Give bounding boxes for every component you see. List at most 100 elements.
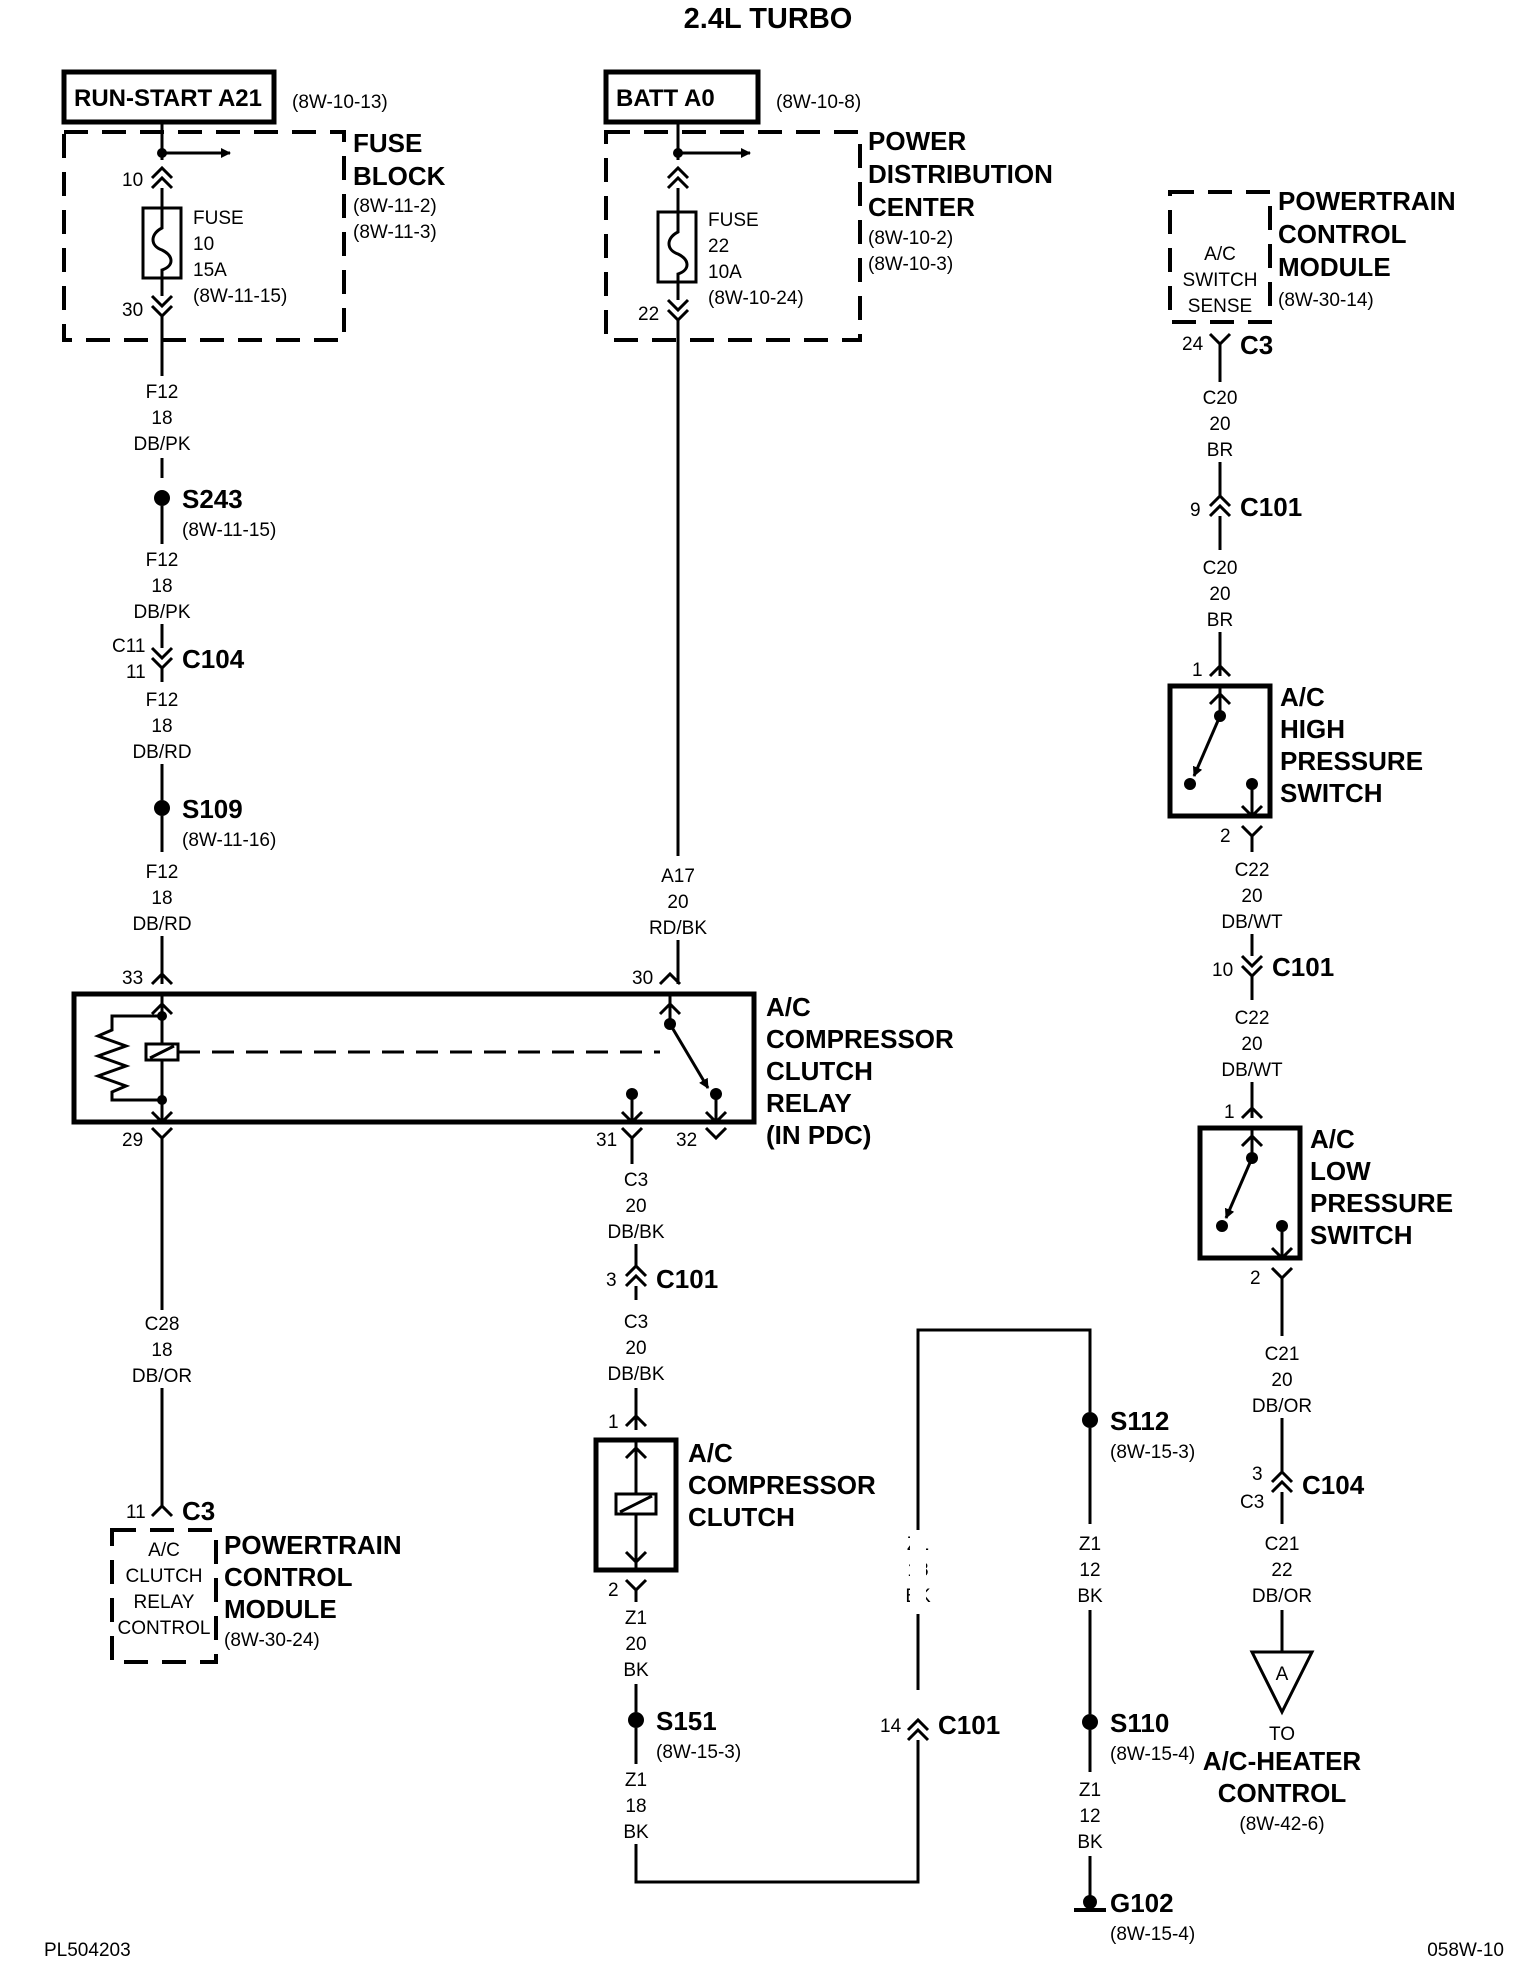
svg-text:SWITCH: SWITCH: [1280, 778, 1383, 808]
fuse-10-number: 10: [193, 234, 214, 255]
ac-compressor-clutch-relay: 33 30 29 31 32 A/C COMPRESSOR CL: [71, 968, 954, 1151]
wire-c20-a: C20 20 BR: [1203, 388, 1238, 461]
svg-text:(8W-30-14): (8W-30-14): [1278, 290, 1374, 311]
svg-text:CLUTCH: CLUTCH: [688, 1502, 795, 1532]
svg-text:1: 1: [1224, 1102, 1235, 1123]
svg-text:20: 20: [625, 1338, 646, 1359]
svg-text:PRESSURE: PRESSURE: [1280, 746, 1423, 776]
svg-text:S109: S109: [182, 794, 243, 824]
svg-text:DISTRIBUTION: DISTRIBUTION: [868, 159, 1053, 189]
svg-text:C20: C20: [1203, 558, 1238, 579]
fuse-block: 10 30 FUSE 10 15A (8W-11-15) FUSE BLOCK …: [62, 122, 446, 342]
svg-text:20: 20: [1209, 584, 1230, 605]
svg-text:CLUTCH: CLUTCH: [766, 1056, 873, 1086]
svg-text:BR: BR: [1207, 610, 1233, 631]
fuse-10-ref: (8W-11-15): [193, 286, 287, 307]
svg-text:S151: S151: [656, 1706, 717, 1736]
diagram-title: 2.4L TURBO: [684, 3, 853, 35]
splice-s110: S110 (8W-15-4): [1082, 1708, 1195, 1765]
wire-z1-b: Z1 18 BK: [623, 1770, 649, 1843]
svg-text:DB/BK: DB/BK: [607, 1222, 664, 1243]
svg-text:9: 9: [1190, 500, 1201, 521]
svg-text:C101: C101: [1272, 952, 1334, 982]
svg-text:20: 20: [625, 1196, 646, 1217]
svg-text:2: 2: [1220, 826, 1231, 847]
svg-text:C28: C28: [145, 1314, 180, 1335]
connector-c101-c3: 3 C101: [606, 1263, 718, 1294]
svg-text:31: 31: [596, 1130, 617, 1151]
svg-text:18: 18: [625, 1796, 646, 1817]
svg-text:HIGH: HIGH: [1280, 714, 1345, 744]
svg-text:SWITCH: SWITCH: [1183, 270, 1258, 291]
svg-text:10: 10: [1212, 960, 1233, 981]
svg-text:A/C: A/C: [148, 1540, 180, 1561]
svg-text:24: 24: [1182, 334, 1204, 355]
svg-text:DB/PK: DB/PK: [133, 602, 190, 623]
svg-text:F12: F12: [146, 550, 179, 571]
svg-text:18: 18: [151, 716, 172, 737]
svg-text:BK: BK: [623, 1822, 649, 1843]
svg-text:C3: C3: [1240, 1492, 1264, 1513]
wire-c20-b: C20 20 BR: [1203, 558, 1238, 631]
svg-text:DB/OR: DB/OR: [1252, 1396, 1312, 1417]
connector-c104-left: C11 11 C104: [112, 636, 245, 683]
footer-left-code: PL504203: [44, 1940, 131, 1961]
svg-text:C3: C3: [624, 1312, 648, 1333]
svg-text:C104: C104: [1302, 1470, 1365, 1500]
svg-text:22: 22: [708, 236, 729, 257]
wire-c21-b: C21 22 DB/OR: [1252, 1534, 1312, 1607]
connector-c101-c22: 10 C101: [1212, 952, 1334, 982]
svg-text:20: 20: [1241, 1034, 1262, 1055]
offpage-connector-a: A TO A/C-HEATER CONTROL (8W-42-6): [1203, 1650, 1362, 1835]
svg-text:Z1: Z1: [1079, 1534, 1101, 1555]
fuse-block-pin-out: 30: [122, 300, 143, 321]
svg-text:1: 1: [608, 1412, 619, 1433]
svg-text:(8W-11-15): (8W-11-15): [182, 520, 276, 541]
svg-text:29: 29: [122, 1130, 143, 1151]
svg-text:RELAY: RELAY: [134, 1592, 195, 1613]
svg-text:DB/RD: DB/RD: [132, 742, 191, 763]
svg-text:2: 2: [1250, 1268, 1261, 1289]
svg-text:22: 22: [638, 304, 659, 325]
ac-high-pressure-switch: 1 2 A/C HIGH PRESSURE SWITCH: [1167, 660, 1423, 847]
powertrain-control-module-bottom: 11 C3 A/C CLUTCH RELAY CONTROL POWERTRAI…: [110, 1496, 402, 1664]
splice-s243: S243 (8W-11-15): [154, 484, 276, 541]
wire-z1-a: Z1 20 BK: [623, 1608, 649, 1681]
svg-text:A17: A17: [661, 866, 695, 887]
svg-text:CENTER: CENTER: [868, 192, 975, 222]
svg-text:BK: BK: [623, 1660, 649, 1681]
svg-text:Z1: Z1: [625, 1770, 647, 1791]
svg-text:(8W-10-8): (8W-10-8): [776, 92, 861, 113]
svg-text:POWERTRAIN: POWERTRAIN: [224, 1530, 402, 1560]
wire-z1-e: Z1 12 BK: [1077, 1780, 1103, 1853]
svg-text:1: 1: [1192, 660, 1203, 681]
splice-s109: S109 (8W-11-16): [154, 794, 276, 851]
svg-text:(8W-10-3): (8W-10-3): [868, 254, 953, 275]
svg-text:30: 30: [632, 968, 653, 989]
svg-text:20: 20: [667, 892, 688, 913]
splice-s151: S151 (8W-15-3): [628, 1706, 741, 1763]
run-start-ref: (8W-10-13): [292, 92, 388, 113]
svg-text:C11: C11: [112, 636, 145, 657]
svg-text:RD/BK: RD/BK: [649, 918, 707, 939]
svg-text:DB/OR: DB/OR: [1252, 1586, 1312, 1607]
svg-text:20: 20: [625, 1634, 646, 1655]
svg-text:(8W-15-4): (8W-15-4): [1110, 1744, 1195, 1765]
svg-text:RELAY: RELAY: [766, 1088, 852, 1118]
wire-c21-a: C21 20 DB/OR: [1252, 1344, 1312, 1417]
svg-text:11: 11: [126, 662, 146, 683]
svg-text:DB/WT: DB/WT: [1221, 1060, 1283, 1081]
svg-text:CONTROL: CONTROL: [118, 1618, 211, 1639]
svg-text:A/C-HEATER: A/C-HEATER: [1203, 1746, 1362, 1776]
svg-text:DB/RD: DB/RD: [132, 914, 191, 935]
svg-text:S243: S243: [182, 484, 243, 514]
svg-text:POWERTRAIN: POWERTRAIN: [1278, 186, 1456, 216]
svg-text:18: 18: [151, 1340, 172, 1361]
svg-text:C3: C3: [1240, 330, 1273, 360]
svg-text:A/C: A/C: [766, 992, 811, 1022]
wire-c22-b: C22 20 DB/WT: [1221, 1008, 1283, 1081]
svg-text:A/C: A/C: [1280, 682, 1325, 712]
svg-text:22: 22: [1271, 1560, 1292, 1581]
svg-text:(8W-11-16): (8W-11-16): [182, 830, 276, 851]
